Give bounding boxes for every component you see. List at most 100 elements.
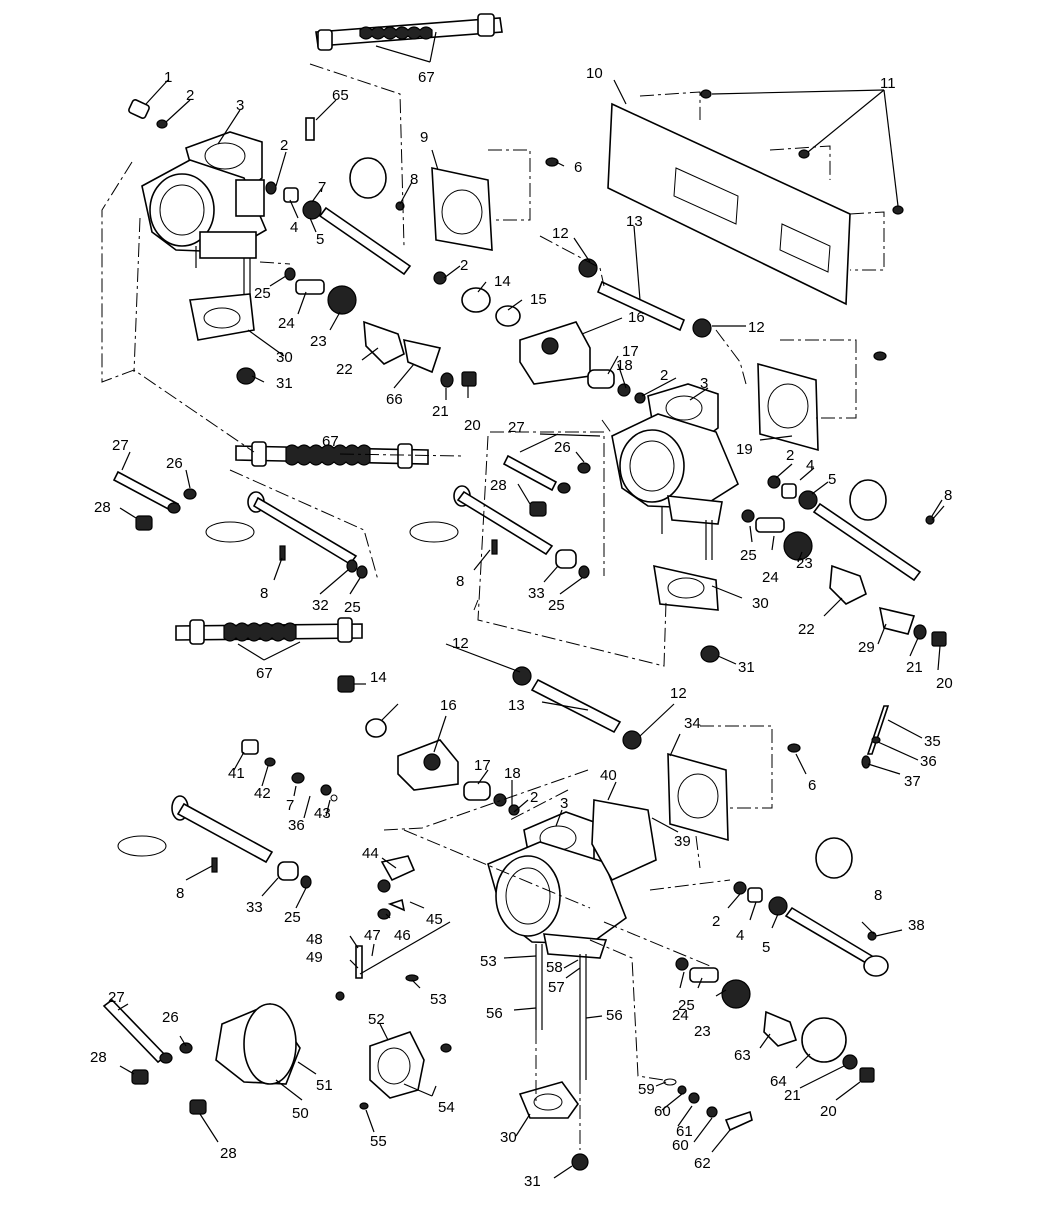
callout-label: 49	[306, 949, 323, 966]
callout-label: 11	[880, 75, 896, 92]
callout-label: 25	[678, 997, 695, 1014]
callout-label: 4	[806, 457, 814, 474]
callout-label: 32	[312, 597, 329, 614]
callout-label: 7	[286, 797, 294, 814]
callout-label: 18	[616, 357, 633, 374]
callout-label: 25	[284, 909, 301, 926]
callout-label: 9	[420, 129, 428, 146]
callout-label: 66	[386, 391, 403, 408]
callout-label: 8	[410, 171, 418, 188]
callout-label: 24	[762, 569, 779, 586]
leader-lines	[117, 79, 945, 1179]
callout-labels: 1 2 3 65 67 10 11 2 7 8 9 6 4 5 2 12 13 …	[90, 65, 953, 1190]
carburetor-upper-left	[141, 131, 268, 296]
callout-label: 13	[626, 213, 643, 230]
callout-label: 60	[672, 1137, 689, 1154]
callout-label: 12	[452, 635, 469, 652]
callout-label: 64	[770, 1073, 787, 1090]
callout-label: 28	[94, 499, 111, 516]
callout-label: 47	[364, 927, 381, 944]
flange-plate-10	[607, 89, 904, 306]
middle-right-small-parts	[653, 475, 947, 663]
flange-adapter-19	[757, 339, 887, 452]
callout-label: 31	[524, 1173, 541, 1190]
callout-label: 50	[292, 1105, 309, 1122]
callout-label: 27	[508, 419, 525, 436]
callout-label: 2	[786, 447, 794, 464]
callout-label: 51	[316, 1077, 333, 1094]
callout-label: 28	[490, 477, 507, 494]
callout-label: 17	[474, 757, 491, 774]
callout-label: 61	[676, 1123, 693, 1140]
callout-label: 25	[740, 547, 757, 564]
callout-label: 8	[176, 885, 184, 902]
callout-label: 54	[438, 1099, 455, 1116]
callout-label: 22	[336, 361, 353, 378]
callout-label: 12	[748, 319, 765, 336]
callout-label: 25	[254, 285, 271, 302]
callout-label: 2	[712, 913, 720, 930]
callout-label: 56	[486, 1005, 503, 1022]
callout-label: 41	[228, 765, 245, 782]
callout-label: 25	[344, 599, 361, 616]
construction-lines	[101, 63, 747, 1150]
callout-label: 55	[370, 1133, 387, 1150]
callout-label: 5	[828, 471, 836, 488]
callout-label: 59	[638, 1081, 655, 1098]
callout-label: 43	[314, 805, 331, 822]
callout-label: 2	[186, 87, 194, 104]
callout-label: 35	[924, 733, 941, 750]
callout-label: 36	[920, 753, 937, 770]
callout-label: 65	[332, 87, 349, 104]
callout-label: 12	[670, 685, 687, 702]
callout-label: 2	[660, 367, 668, 384]
carburetor-middle	[611, 383, 740, 560]
callout-label: 23	[310, 333, 327, 350]
callout-label: 63	[734, 1047, 751, 1064]
upper-left-small-parts	[128, 99, 477, 388]
callout-label: 14	[494, 273, 511, 290]
callout-label: 34	[684, 715, 701, 732]
callout-label: 48	[306, 931, 323, 948]
callout-label: 3	[700, 375, 708, 392]
callout-label: 21	[432, 403, 449, 420]
callout-label: 28	[90, 1049, 107, 1066]
callout-label: 42	[254, 785, 271, 802]
lower-middle-parts	[359, 1031, 589, 1171]
callout-label: 27	[108, 989, 125, 1006]
callout-label: 5	[762, 939, 770, 956]
callout-label: 67	[322, 433, 339, 450]
callout-label: 7	[318, 179, 326, 196]
callout-label: 8	[874, 887, 882, 904]
callout-label: 3	[236, 97, 244, 114]
callout-label: 40	[600, 767, 617, 784]
callout-label: 6	[574, 159, 582, 176]
middle-left-small-parts	[112, 454, 591, 579]
fuel-hose-assembly-middle	[235, 441, 429, 469]
callout-label: 16	[440, 697, 457, 714]
callout-label: 53	[480, 953, 497, 970]
callout-label: 67	[256, 665, 273, 682]
callout-label: 21	[906, 659, 923, 676]
callout-label: 56	[606, 1007, 623, 1024]
callout-label: 4	[290, 219, 298, 236]
callout-label: 30	[276, 349, 293, 366]
callout-label: 8	[456, 573, 464, 590]
callout-label: 4	[736, 927, 744, 944]
flange-adapter-34	[667, 725, 801, 842]
callout-label: 36	[288, 817, 305, 834]
callout-label: 33	[246, 899, 263, 916]
callout-label: 24	[278, 315, 295, 332]
fuel-hose-assembly-top	[315, 13, 503, 63]
callout-label: 19	[736, 441, 753, 458]
callout-label: 2	[460, 257, 468, 274]
callout-label: 30	[752, 595, 769, 612]
callout-label: 67	[418, 69, 435, 86]
callout-label: 62	[694, 1155, 711, 1172]
lower-right-parts	[663, 837, 889, 1132]
callout-label: 15	[530, 291, 547, 308]
callout-label: 57	[548, 979, 565, 996]
callout-label: 28	[220, 1145, 237, 1162]
